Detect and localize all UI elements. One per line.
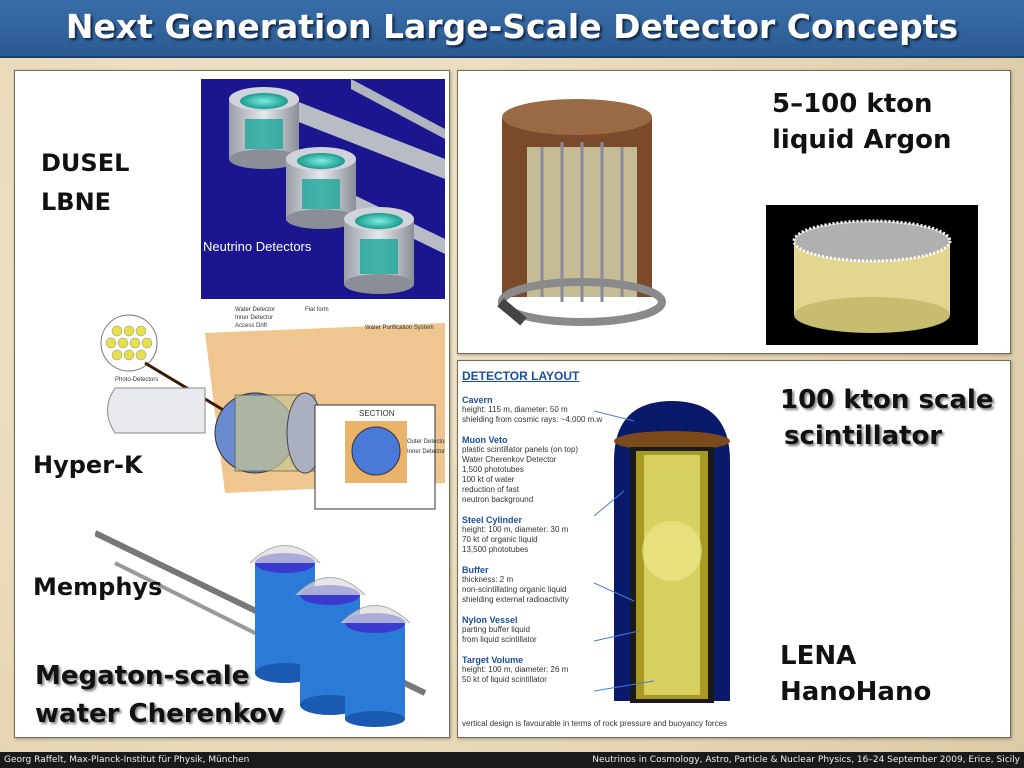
layout-section-heading: Muon Veto (462, 435, 508, 445)
layout-section-line: 100 kt of water (462, 475, 515, 484)
hyperk-annotation: Access Drift (235, 323, 267, 329)
hyperk-label: Hyper-K (33, 451, 143, 479)
layout-section-line: neutron background (462, 495, 534, 504)
hyperk-annotation: Flat form (305, 307, 329, 313)
layout-section-line: Water Cherenkov Detector (462, 455, 557, 464)
hanohano-label: HanoHano (780, 677, 932, 707)
layout-section-heading: Steel Cylinder (462, 515, 523, 525)
memphys-label: Memphys (33, 573, 163, 601)
layout-section-line: plastic scintillator panels (on top) (462, 445, 579, 454)
top-right-panel: 5–100 kton liquid Argon (457, 70, 1011, 354)
hyperk-annotation: Inner Detector (235, 315, 273, 321)
megaton-label-line1: Megaton-scale (35, 661, 250, 691)
layout-section-line: height: 100 m, diameter: 30 m (462, 525, 569, 534)
layout-section-line: 50 kt of liquid scintillator (462, 675, 547, 684)
dusel-label: DUSEL (41, 149, 130, 177)
layout-section-line: shielding external radioactivity (462, 595, 569, 604)
layout-section-heading: Target Volume (462, 655, 524, 665)
argon-label-line1: 5–100 kton (772, 89, 933, 119)
megaton-label-line2: water Cherenkov (35, 699, 285, 729)
argon-detector-image (482, 87, 682, 343)
layout-section-line: from liquid scintillator (462, 635, 537, 644)
scintillator-label-line2: scintillator (784, 421, 943, 451)
memphys-drawing (93, 523, 435, 727)
layout-section-line: reduction of fast (462, 485, 519, 494)
layout-section-line: 1,500 phototubes (462, 465, 524, 474)
layout-section-line: 70 kt of organic liquid (462, 535, 538, 544)
layout-footnote: vertical design is favourable in terms o… (462, 719, 728, 728)
hyperk-annotation: Water Detector (235, 307, 275, 313)
layout-section-heading: Nylon Vessel (462, 615, 518, 625)
dusel-image-caption: Neutrino Detectors (203, 239, 312, 254)
layout-section-line: height: 115 m, diameter: 50 m (462, 405, 568, 414)
layout-section-line: parting buffer liquid (462, 625, 530, 634)
layout-section-line: thickness: 2 m (462, 575, 514, 584)
footer-author: Georg Raffelt, Max-Planck-Institut für P… (4, 755, 250, 765)
hyperk-annotation: Water Purification System (365, 325, 434, 331)
layout-section-line: 13,500 phototubes (462, 545, 529, 554)
lbne-label: LBNE (41, 188, 112, 216)
title-bar: Next Generation Large-Scale Detector Con… (0, 0, 1024, 58)
hyperk-section-title: SECTION (359, 409, 395, 418)
argon-tank-image (766, 205, 978, 345)
layout-title: DETECTOR LAYOUT (462, 369, 580, 383)
slide-title: Next Generation Large-Scale Detector Con… (65, 7, 959, 46)
layout-section-line: non-scintillating organic liquid (462, 585, 567, 594)
lena-cylinder-drawing (594, 401, 730, 703)
hyperk-drawing: Water Detector Inner Detector Access Dri… (85, 303, 446, 521)
hyperk-annotation: Outer Detector (407, 439, 445, 445)
lena-label: LENA (780, 641, 857, 671)
layout-section-heading: Cavern (462, 395, 493, 405)
dusel-image: Neutrino Detectors (201, 79, 445, 299)
scintillator-label-line1: 100 kton scale (780, 385, 994, 415)
footer-conference: Neutrinos in Cosmology, Astro, Particle … (592, 755, 1020, 765)
layout-section-heading: Buffer (462, 565, 489, 575)
hyperk-annotation: Inner Detector (407, 449, 445, 455)
left-panel: Neutrino Detectors DUSEL LBNE Water Dete… (14, 70, 450, 738)
argon-label-line2: liquid Argon (772, 125, 952, 155)
hyperk-annotation: Photo-Detectors (115, 377, 158, 383)
layout-section-line: height: 100 m, diameter: 26 m (462, 665, 569, 674)
layout-section-line: shielding from cosmic rays: ~4,000 m.w (462, 415, 603, 424)
footer: Georg Raffelt, Max-Planck-Institut für P… (0, 752, 1024, 768)
